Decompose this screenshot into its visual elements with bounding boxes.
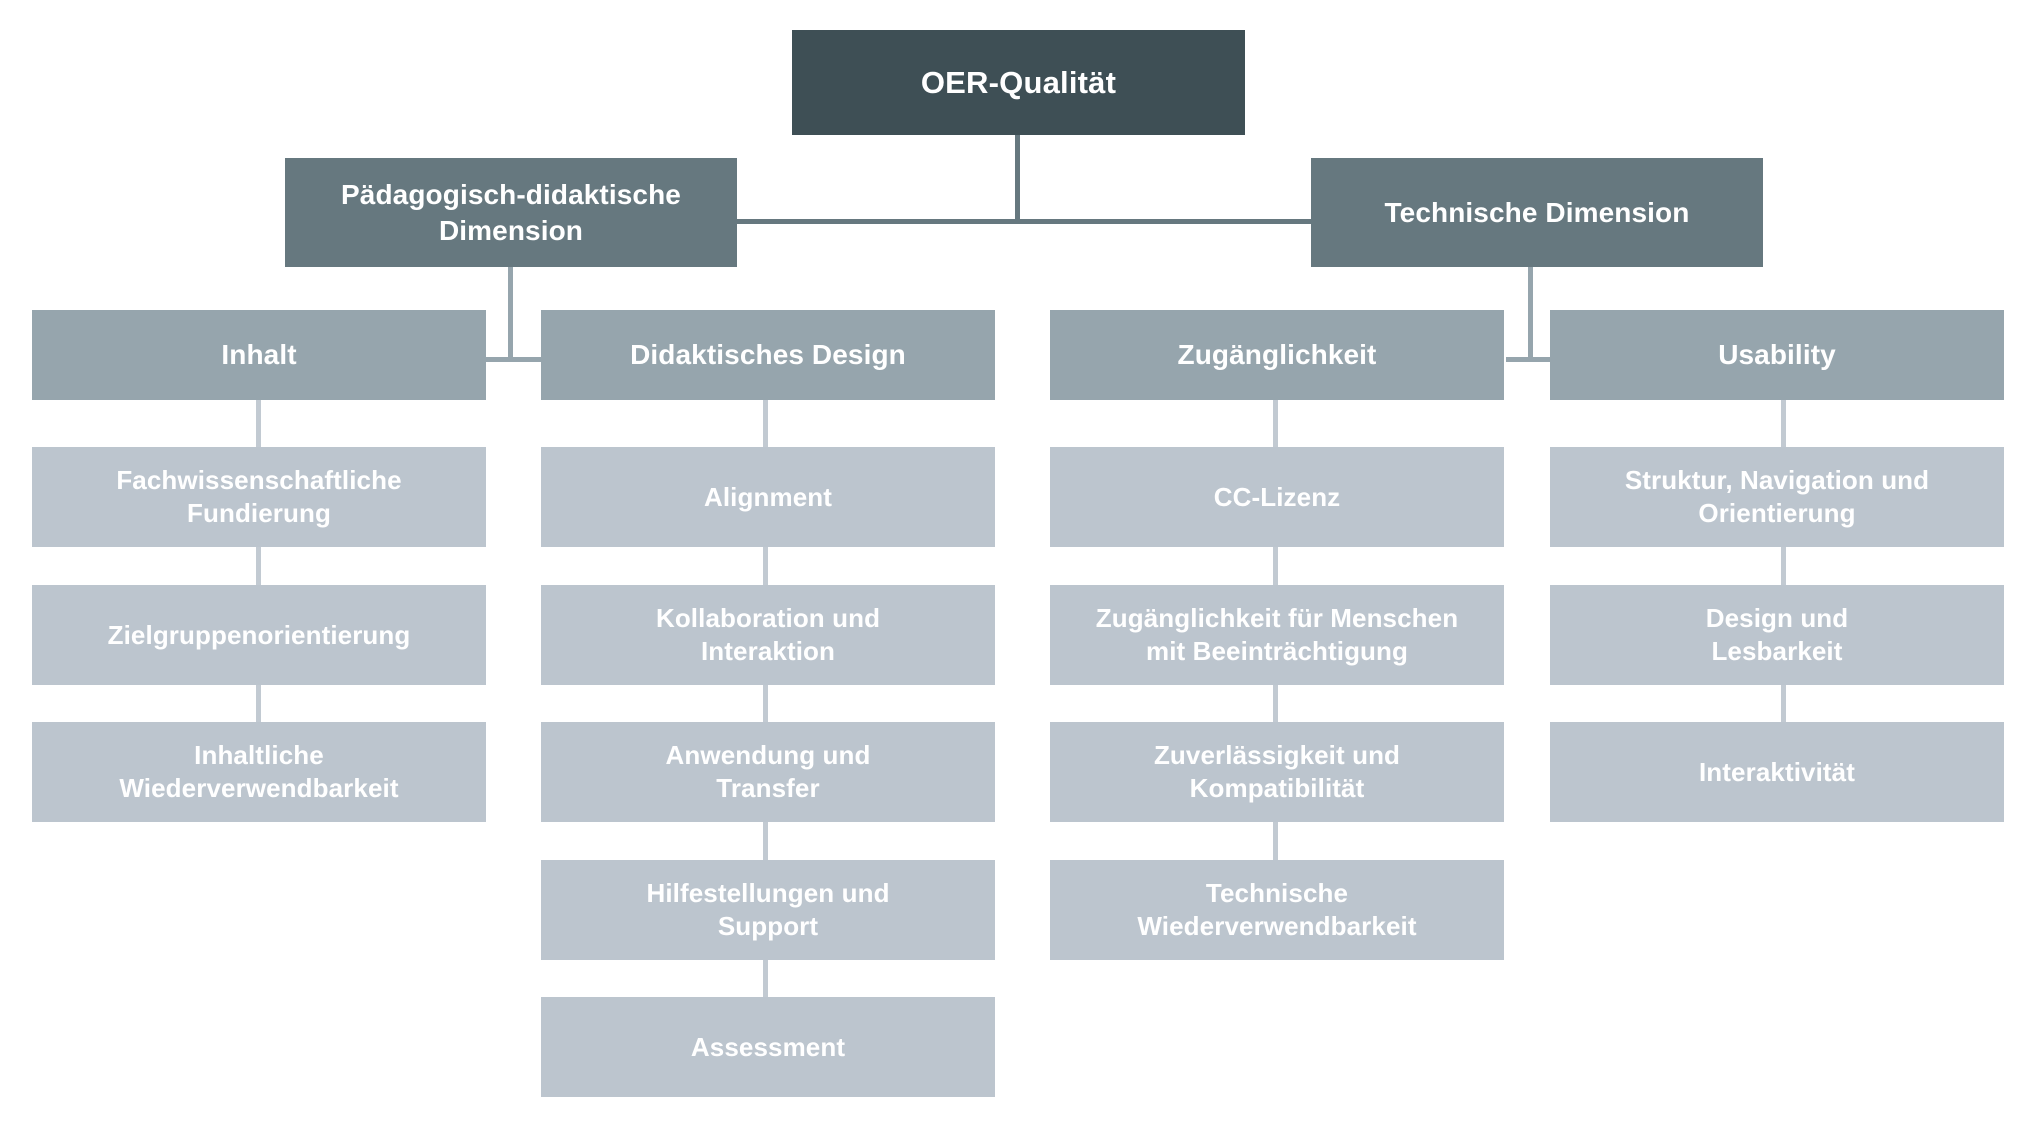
connector-usability-spine bbox=[1781, 400, 1786, 447]
node-category-inhalt[interactable]: Inhalt bbox=[32, 310, 486, 400]
node-criterion-zielgruppenorientierung[interactable]: Zielgruppenorientierung bbox=[32, 585, 486, 685]
node-criterion-fachwissenschaftliche-fundierung[interactable]: Fachwissenschaftliche Fundierung bbox=[32, 447, 486, 547]
node-root-oer-qualitaet[interactable]: OER-Qualität bbox=[792, 30, 1245, 135]
connector-usability-spine-3 bbox=[1781, 685, 1786, 722]
node-criterion-interaktivitaet[interactable]: Interaktivität bbox=[1550, 722, 2004, 822]
node-criterion-kollaboration-und-interaktion[interactable]: Kollaboration und Interaktion bbox=[541, 585, 995, 685]
connector-zugang-spine-4 bbox=[1273, 822, 1278, 860]
connector-technical-down bbox=[1528, 267, 1533, 362]
connector-inhalt-spine bbox=[256, 400, 261, 447]
node-criterion-inhaltliche-wiederverwendbarkeit[interactable]: Inhaltliche Wiederverwendbarkeit bbox=[32, 722, 486, 822]
connector-zugang-spine-3 bbox=[1273, 685, 1278, 722]
node-criterion-alignment[interactable]: Alignment bbox=[541, 447, 995, 547]
connector-didaktik-spine bbox=[763, 400, 768, 447]
connector-didaktik-spine-5 bbox=[763, 960, 768, 997]
connector-zugang-spine bbox=[1273, 400, 1278, 447]
connector-inhalt-spine-2 bbox=[256, 547, 261, 585]
connector-usability-spine-2 bbox=[1781, 547, 1786, 585]
node-criterion-cc-lizenz[interactable]: CC-Lizenz bbox=[1050, 447, 1504, 547]
connector-didaktik-spine-2 bbox=[763, 547, 768, 585]
connector-pedagogical-bus bbox=[486, 357, 542, 362]
node-criterion-struktur-navigation-orientierung[interactable]: Struktur, Navigation und Orientierung bbox=[1550, 447, 2004, 547]
node-dimension-technisch[interactable]: Technische Dimension bbox=[1311, 158, 1763, 267]
node-criterion-assessment[interactable]: Assessment bbox=[541, 997, 995, 1097]
connector-didaktik-spine-4 bbox=[763, 822, 768, 860]
node-criterion-zugaenglichkeit-beeintraechtigung[interactable]: Zugänglichkeit für Menschen mit Beeinträ… bbox=[1050, 585, 1504, 685]
node-category-usability[interactable]: Usability bbox=[1550, 310, 2004, 400]
connector-root-down bbox=[1015, 135, 1020, 223]
connector-technical-bus bbox=[1506, 357, 1562, 362]
node-criterion-design-und-lesbarkeit[interactable]: Design und Lesbarkeit bbox=[1550, 585, 2004, 685]
node-criterion-zuverlaessigkeit-und-kompatibilitaet[interactable]: Zuverlässigkeit und Kompatibilität bbox=[1050, 722, 1504, 822]
connector-inhalt-spine-3 bbox=[256, 685, 261, 722]
connector-zugang-spine-2 bbox=[1273, 547, 1278, 585]
connector-dimension-bus bbox=[735, 219, 1313, 224]
node-category-didaktisches-design[interactable]: Didaktisches Design bbox=[541, 310, 995, 400]
connector-pedagogical-down bbox=[508, 267, 513, 362]
node-category-zugaenglichkeit[interactable]: Zugänglichkeit bbox=[1050, 310, 1504, 400]
node-dimension-paedagogisch-didaktisch[interactable]: Pädagogisch-didaktische Dimension bbox=[285, 158, 737, 267]
connector-didaktik-spine-3 bbox=[763, 685, 768, 722]
node-criterion-technische-wiederverwendbarkeit[interactable]: Technische Wiederverwendbarkeit bbox=[1050, 860, 1504, 960]
node-criterion-anwendung-und-transfer[interactable]: Anwendung und Transfer bbox=[541, 722, 995, 822]
node-criterion-hilfestellungen-und-support[interactable]: Hilfestellungen und Support bbox=[541, 860, 995, 960]
